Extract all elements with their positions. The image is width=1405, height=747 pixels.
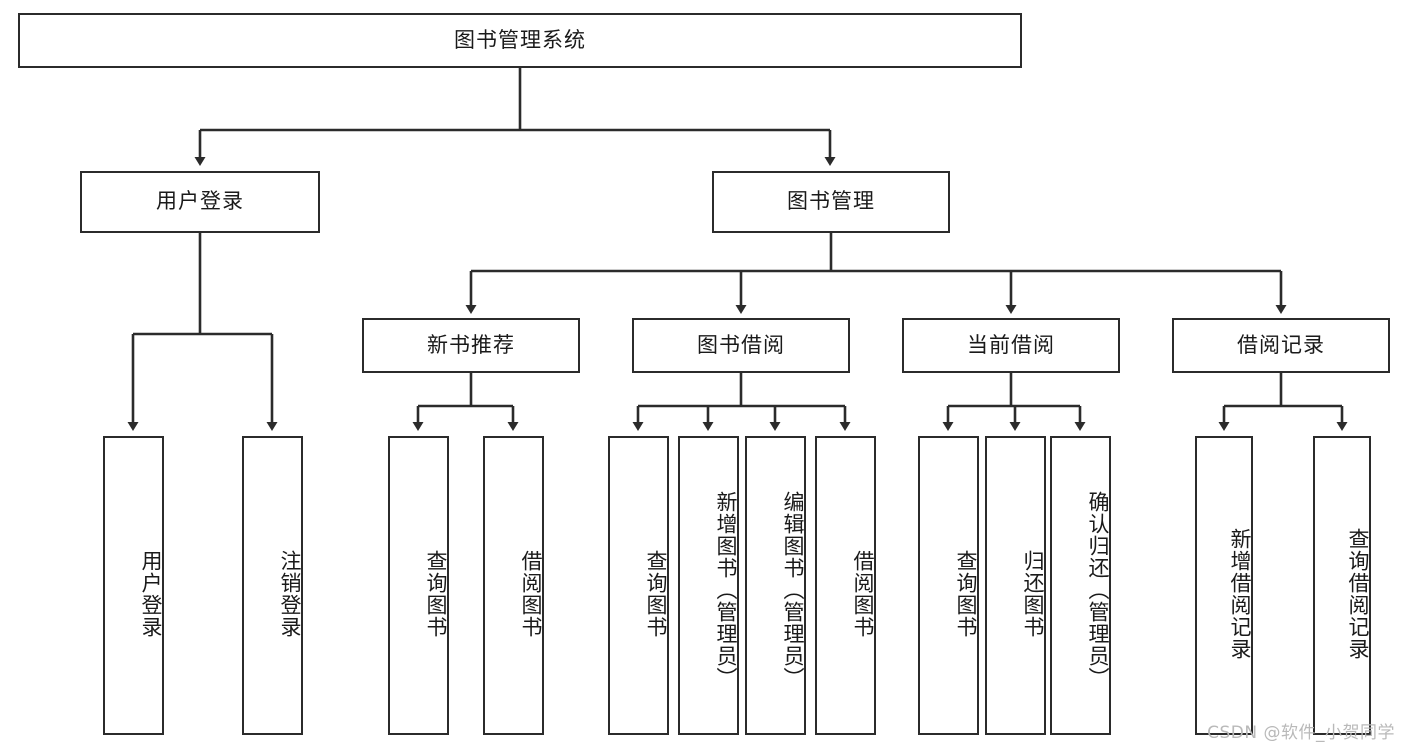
- node-current-borrow[interactable]: 当前借阅: [902, 318, 1120, 373]
- node-leaf-query-borrow-record[interactable]: 查询借阅记录: [1313, 436, 1371, 735]
- node-leaf-query-book-borrow[interactable]: 查询图书: [608, 436, 669, 735]
- node-leaf-user-login[interactable]: 用户登录: [103, 436, 164, 735]
- csdn-watermark: CSDN @软件_小贺同学: [1207, 723, 1395, 743]
- node-new-book-recommend[interactable]: 新书推荐: [362, 318, 580, 373]
- node-leaf-add-borrow-record[interactable]: 新增借阅记录: [1195, 436, 1253, 735]
- node-borrow-record[interactable]: 借阅记录: [1172, 318, 1390, 373]
- node-book-borrow[interactable]: 图书借阅: [632, 318, 850, 373]
- node-leaf-return-book[interactable]: 归还图书: [985, 436, 1046, 735]
- node-leaf-add-book-admin[interactable]: 新增图书（管理员）: [678, 436, 739, 735]
- node-leaf-confirm-return-admin[interactable]: 确认归还（管理员）: [1050, 436, 1111, 735]
- node-leaf-query-book-newbook[interactable]: 查询图书: [388, 436, 449, 735]
- node-leaf-query-book-current[interactable]: 查询图书: [918, 436, 979, 735]
- node-leaf-edit-book-admin[interactable]: 编辑图书（管理员）: [745, 436, 806, 735]
- node-root-system[interactable]: 图书管理系统: [18, 13, 1022, 68]
- node-book-management[interactable]: 图书管理: [712, 171, 950, 233]
- node-leaf-borrow-book-borrow[interactable]: 借阅图书: [815, 436, 876, 735]
- node-user-login[interactable]: 用户登录: [80, 171, 320, 233]
- node-leaf-borrow-book-newbook[interactable]: 借阅图书: [483, 436, 544, 735]
- node-leaf-logout[interactable]: 注销登录: [242, 436, 303, 735]
